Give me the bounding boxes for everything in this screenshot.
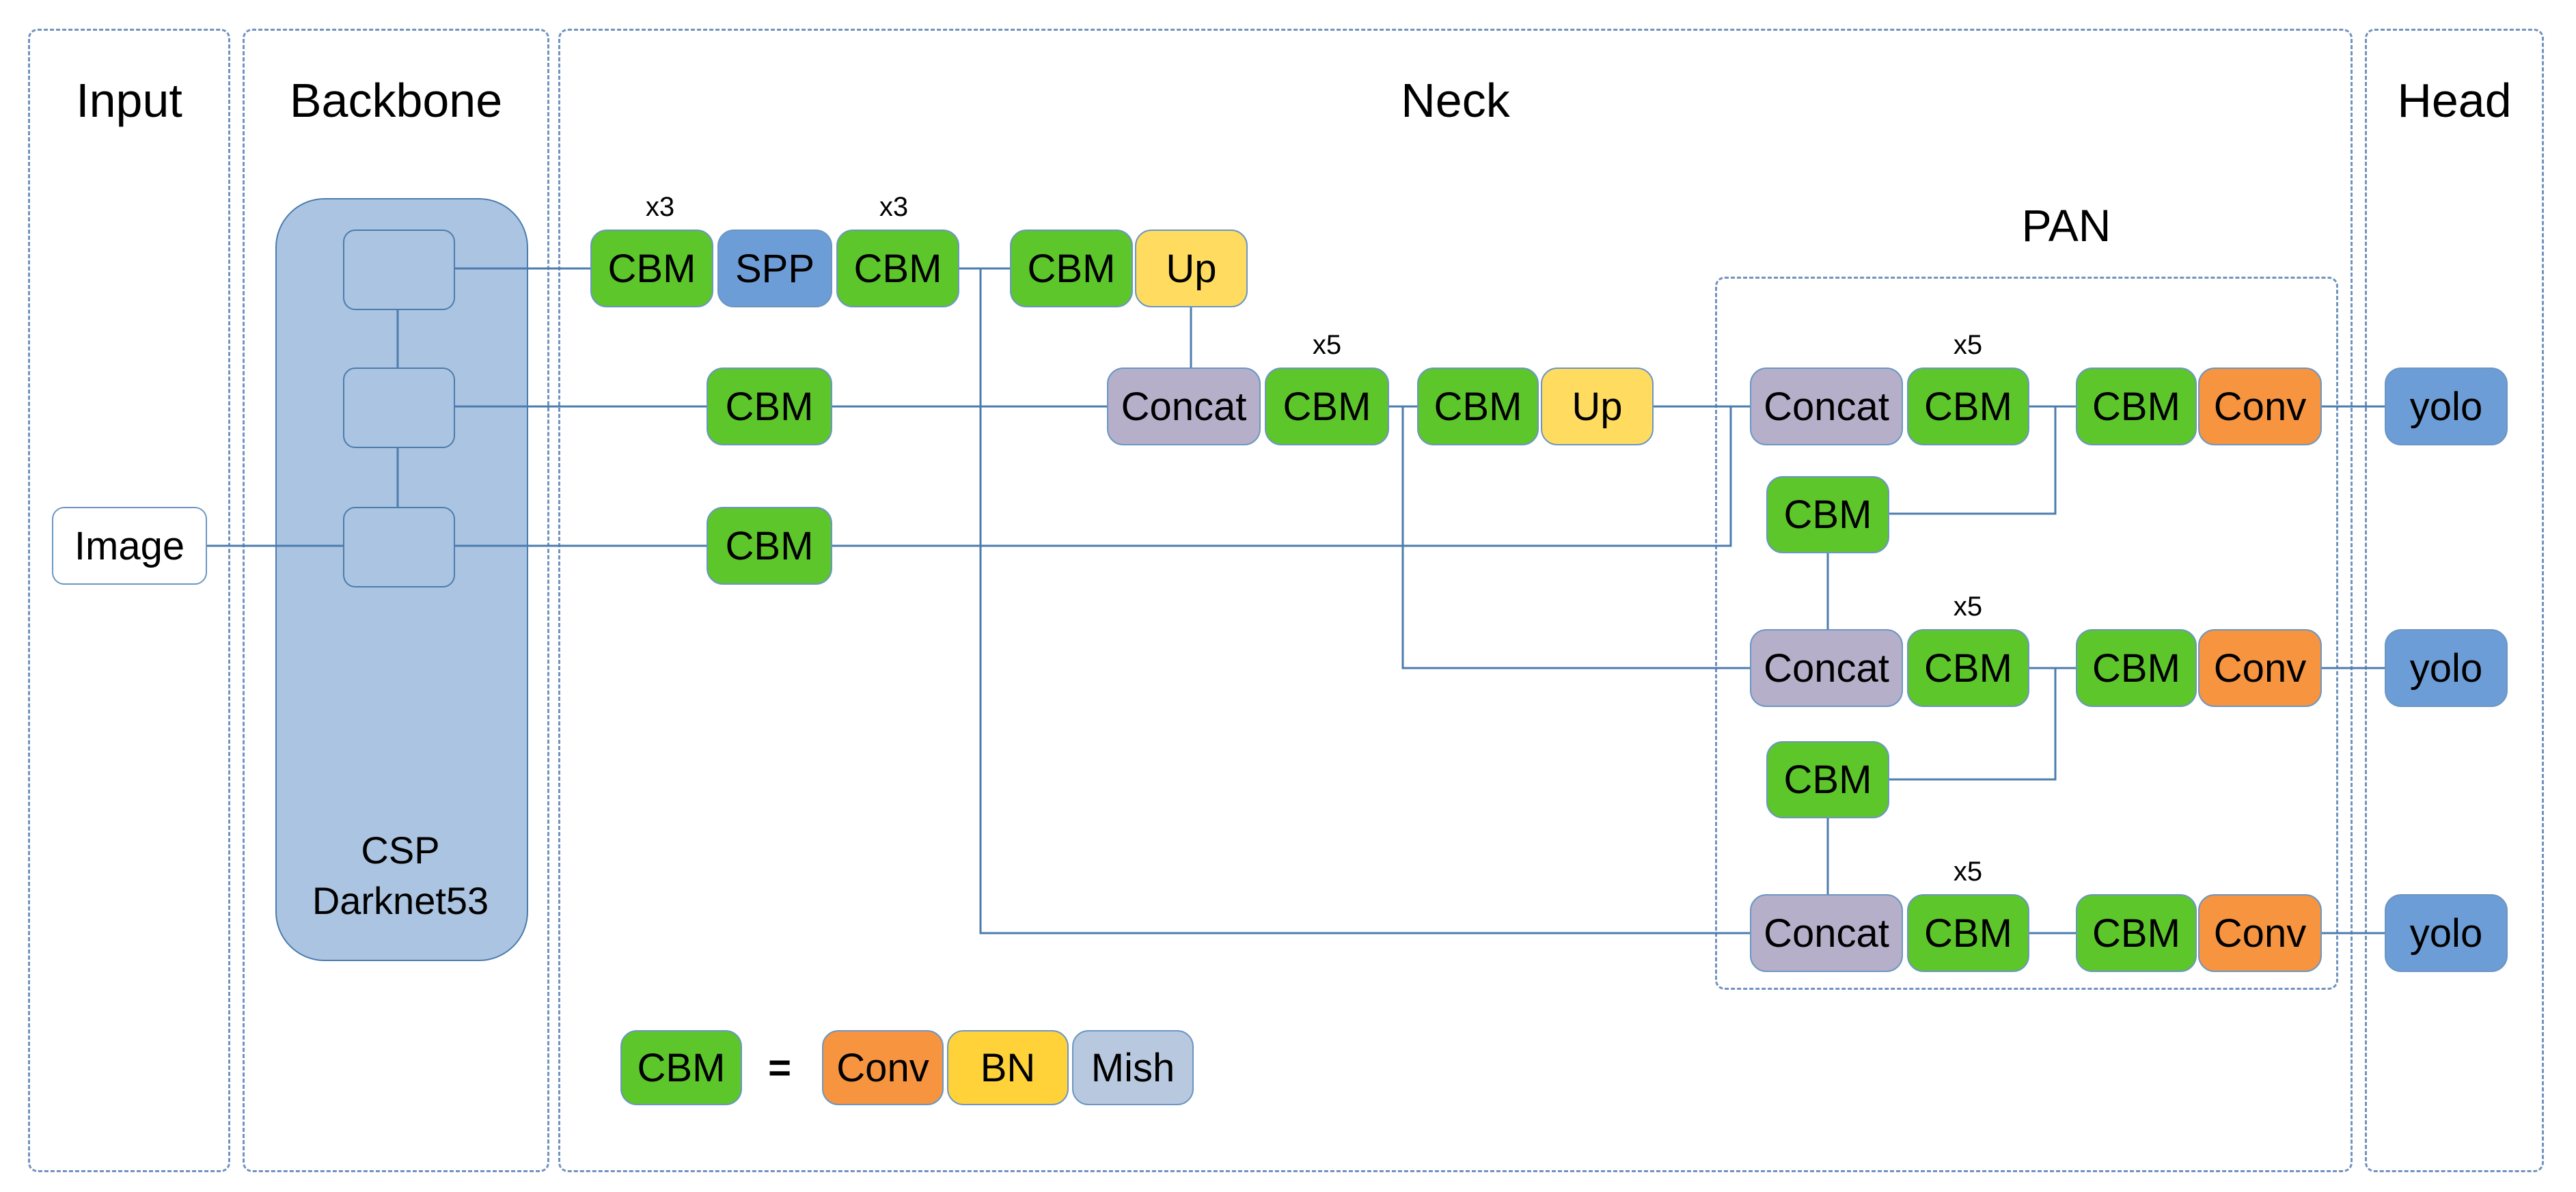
repeat-x5-label-neck: x5 xyxy=(1312,330,1342,360)
legend-bn-block: BN xyxy=(947,1030,1069,1105)
yolo-head-block-1: yolo xyxy=(2385,368,2508,445)
concat-block: Concat xyxy=(1107,368,1261,445)
cbm-block: CBM xyxy=(590,230,713,307)
backbone-feature-square-3 xyxy=(343,507,455,587)
cbm-block: CBM xyxy=(1417,368,1539,445)
cbm-block: CBM xyxy=(1907,894,2029,972)
cbm-block: CBM xyxy=(1010,230,1133,307)
cbm-block: CBM xyxy=(1907,368,2029,445)
cbm-block: CBM xyxy=(707,507,832,585)
legend-equals-sign: = xyxy=(768,1045,791,1090)
upsample-block: Up xyxy=(1135,230,1248,307)
repeat-x5-label-pan-2: x5 xyxy=(1953,592,1983,622)
section-label-neck: Neck xyxy=(1401,74,1510,127)
csp-darknet53-label: CSP Darknet53 xyxy=(275,825,525,926)
section-backbone: Backbone xyxy=(243,29,549,1172)
csp-darknet53-label-line1: CSP xyxy=(361,829,440,872)
cbm-block: CBM xyxy=(707,368,832,445)
repeat-x5-label-pan-1: x5 xyxy=(1953,330,1983,360)
concat-block: Concat xyxy=(1750,368,1903,445)
legend-mish-block: Mish xyxy=(1072,1030,1194,1105)
cbm-block: CBM xyxy=(836,230,959,307)
conv-block: Conv xyxy=(2198,629,2322,707)
cbm-block: CBM xyxy=(2076,629,2197,707)
repeat-x3-label-2: x3 xyxy=(879,192,909,222)
section-label-input: Input xyxy=(76,74,182,127)
concat-block: Concat xyxy=(1750,629,1903,707)
concat-block: Concat xyxy=(1750,894,1903,972)
cbm-block: CBM xyxy=(1265,368,1389,445)
csp-darknet53-label-line2: Darknet53 xyxy=(312,879,489,922)
repeat-x3-label-1: x3 xyxy=(645,192,675,222)
section-head: Head xyxy=(2365,29,2544,1172)
legend-conv-block: Conv xyxy=(822,1030,944,1105)
cbm-downsample-block: CBM xyxy=(1766,476,1889,553)
legend-cbm-block: CBM xyxy=(620,1030,742,1105)
cbm-downsample-block: CBM xyxy=(1766,741,1889,818)
upsample-block: Up xyxy=(1541,368,1654,445)
yolo-head-block-2: yolo xyxy=(2385,629,2508,707)
section-input: Input xyxy=(28,29,230,1172)
backbone-feature-square-1 xyxy=(343,230,455,310)
repeat-x5-label-pan-3: x5 xyxy=(1953,857,1983,887)
section-neck: Neck xyxy=(558,29,2353,1172)
spp-block: SPP xyxy=(717,230,832,307)
conv-block: Conv xyxy=(2198,894,2322,972)
section-label-head: Head xyxy=(2397,74,2512,127)
cbm-block: CBM xyxy=(2076,368,2197,445)
backbone-feature-square-2 xyxy=(343,368,455,448)
section-label-pan: PAN xyxy=(2021,200,2111,251)
cbm-block: CBM xyxy=(2076,894,2197,972)
yolo-head-block-3: yolo xyxy=(2385,894,2508,972)
conv-block: Conv xyxy=(2198,368,2322,445)
image-input-block: Image xyxy=(52,507,207,585)
cbm-block: CBM xyxy=(1907,629,2029,707)
section-label-backbone: Backbone xyxy=(289,74,503,127)
